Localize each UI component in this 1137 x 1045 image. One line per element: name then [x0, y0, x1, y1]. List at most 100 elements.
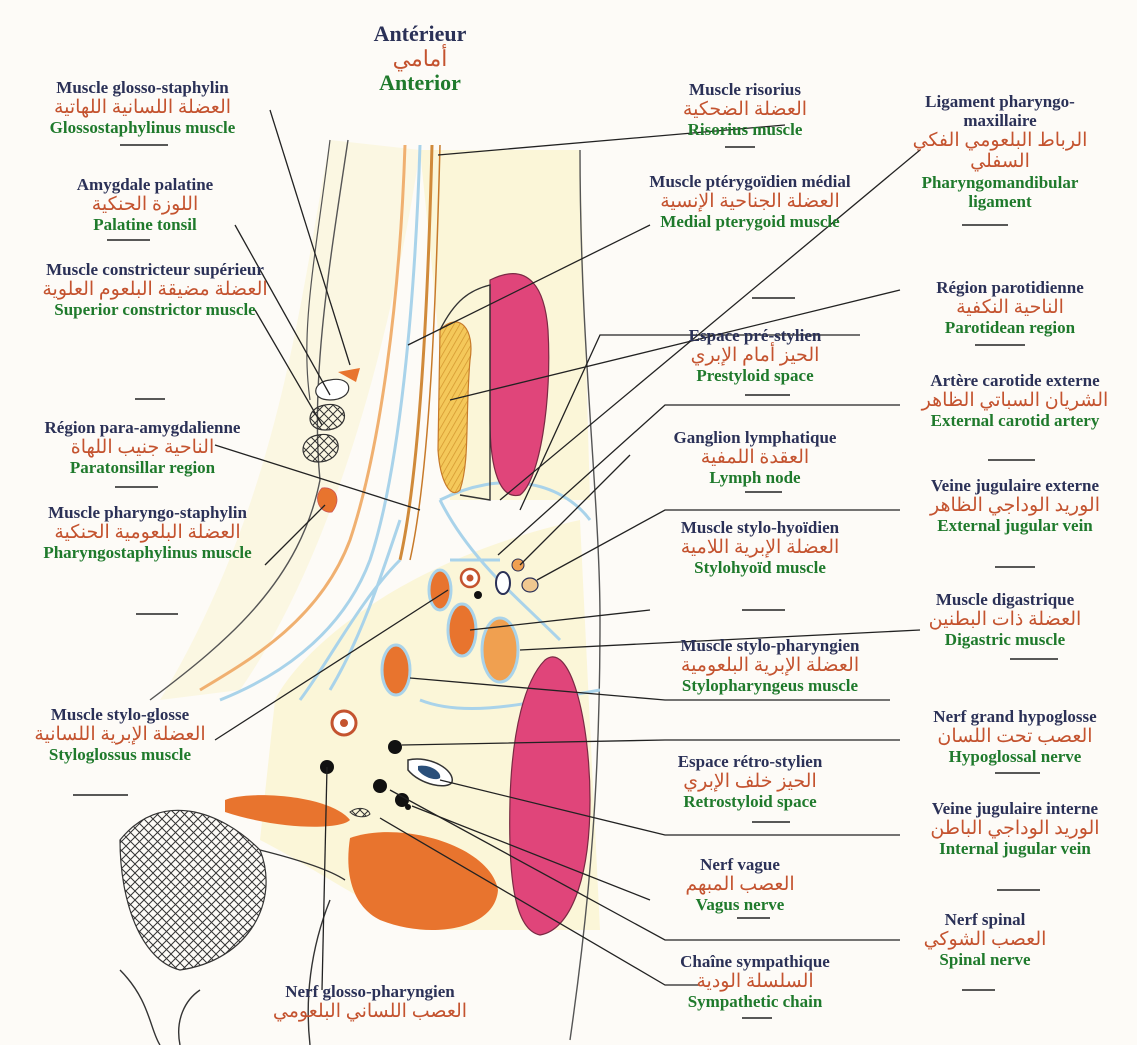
- label-amygdale-palatine: Amygdale palatine اللوزة الحنكية Palatin…: [40, 175, 250, 234]
- label-jugulaire-interne: Veine jugulaire interne الوريد الوداجي ا…: [900, 799, 1130, 858]
- label-ar: العصب اللساني البلعومي: [245, 1001, 495, 1022]
- label-ar: العقدة اللمفية: [650, 447, 860, 468]
- label-risorius: Muscle risorius العضلة الضحكية Risorius …: [645, 80, 845, 139]
- label-fr: Muscle glosso-staphylin: [10, 78, 275, 97]
- label-ar: العصب تحت اللسان: [900, 726, 1130, 747]
- label-en: Stylohyoïd muscle: [645, 558, 875, 577]
- label-grand-hypoglosse: Nerf grand hypoglosse العصب تحت اللسان H…: [900, 707, 1130, 766]
- label-region-parotidienne: Région parotidienne الناحية النكفية Paro…: [900, 278, 1120, 337]
- label-en: Retrostyloid space: [650, 792, 850, 811]
- label-fr: Ganglion lymphatique: [650, 428, 860, 447]
- label-ar: العضلة ذات البطنين: [905, 609, 1105, 630]
- label-fr: Muscle stylo-glosse: [5, 705, 235, 724]
- label-en: External jugular vein: [900, 516, 1130, 535]
- label-ar: العضلة اللسانية اللهاتية: [10, 97, 275, 118]
- label-en: Paratonsillar region: [5, 458, 280, 477]
- label-nerf-spinal: Nerf spinal العصب الشوكي Spinal nerve: [900, 910, 1070, 969]
- label-chaine-sympathique: Chaîne sympathique السلسلة الودية Sympat…: [650, 952, 860, 1011]
- label-en: Spinal nerve: [900, 950, 1070, 969]
- label-fr: Muscle stylo-hyoïdien: [645, 518, 875, 537]
- label-en: Parotidean region: [900, 318, 1120, 337]
- vagus-dot: [373, 779, 387, 793]
- label-ar: الرباط البلعومي الفكي السفلي: [900, 130, 1100, 173]
- label-en: Pharyngostaphylinus muscle: [5, 543, 290, 562]
- label-ar: السلسلة الودية: [650, 971, 860, 992]
- label-glosso-staphylin: Muscle glosso-staphylin العضلة اللسانية …: [10, 78, 275, 137]
- label-ar: العضلة الجناحية الإنسية: [645, 191, 855, 212]
- label-fr: Espace rétro-stylien: [650, 752, 850, 771]
- label-ar: العصب المبهم: [660, 874, 820, 895]
- label-en: Palatine tonsil: [40, 215, 250, 234]
- label-ar: اللوزة الحنكية: [40, 194, 250, 215]
- label-fr: Chaîne sympathique: [650, 952, 860, 971]
- vertebra-body: [120, 810, 266, 970]
- label-retro-stylien: Espace rétro-stylien الحيز خلف الإبري Re…: [650, 752, 850, 811]
- label-en: Styloglossus muscle: [5, 745, 235, 764]
- label-pre-stylien: Espace pré-stylien الحيز أمام الإبري Pre…: [665, 326, 845, 385]
- label-en: Lymph node: [650, 468, 860, 487]
- label-fr: Nerf grand hypoglosse: [900, 707, 1130, 726]
- label-ar: العضلة مضيقة البلعوم العلوية: [40, 279, 270, 300]
- label-pharyngo-staphylin: Muscle pharyngo-staphylin العضلة البلعوم…: [5, 503, 290, 562]
- label-ganglion-lymphatique: Ganglion lymphatique العقدة اللمفية Lymp…: [650, 428, 860, 487]
- stylopharyngeus-shape: [382, 645, 410, 695]
- label-en: Hypoglossal nerve: [900, 747, 1130, 766]
- label-ar: الشريان السباتي الظاهر: [900, 390, 1130, 411]
- hypoglossal-dot: [388, 740, 402, 754]
- label-fr: Artère carotide externe: [900, 371, 1130, 390]
- label-stylo-hyoidien: Muscle stylo-hyoïdien العضلة الإبرية الل…: [645, 518, 875, 577]
- label-ar: الحيز أمام الإبري: [665, 345, 845, 366]
- label-en: Medial pterygoid muscle: [645, 212, 855, 231]
- label-fr: Amygdale palatine: [40, 175, 250, 194]
- label-pterygoidien-medial: Muscle ptérygoïdien médial العضلة الجناح…: [645, 172, 855, 231]
- label-fr: Muscle constricteur supérieur: [40, 260, 270, 279]
- label-fr: Nerf glosso-pharyngien: [245, 982, 495, 1001]
- label-fr: Muscle ptérygoïdien médial: [645, 172, 855, 191]
- label-en: Stylopharyngeus muscle: [645, 676, 895, 695]
- label-ar: العضلة البلعومية الحنكية: [5, 522, 290, 543]
- orientation-fr: Antérieur: [345, 22, 495, 47]
- label-ar: العضلة الإبرية اللسانية: [5, 724, 235, 745]
- label-nerf-vague: Nerf vague العصب المبهم Vagus nerve: [660, 855, 820, 914]
- label-constricteur-superieur: Muscle constricteur supérieur العضلة مضي…: [40, 260, 270, 319]
- label-en: Superior constrictor muscle: [40, 300, 270, 319]
- styloid-dot: [474, 591, 482, 599]
- label-en: Internal jugular vein: [900, 839, 1130, 858]
- label-digastrique: Muscle digastrique العضلة ذات البطنين Di…: [905, 590, 1105, 649]
- label-glosso-pharyngien: Nerf glosso-pharyngien العصب اللساني الب…: [245, 982, 495, 1022]
- label-fr: Muscle pharyngo-staphylin: [5, 503, 290, 522]
- external-jugular-shape: [522, 578, 538, 592]
- label-ar: الوريد الوداجي الظاهر: [900, 495, 1130, 516]
- label-stylo-glosse: Muscle stylo-glosse العضلة الإبرية اللسا…: [5, 705, 235, 764]
- label-fr: Nerf spinal: [900, 910, 1070, 929]
- label-fr: Nerf vague: [660, 855, 820, 874]
- label-ar: العضلة الضحكية: [645, 99, 845, 120]
- label-fr: Veine jugulaire externe: [900, 476, 1130, 495]
- label-en: Pharyngomandibular ligament: [900, 173, 1100, 211]
- label-en: Vagus nerve: [660, 895, 820, 914]
- label-en: Risorius muscle: [645, 120, 845, 139]
- label-jugulaire-externe: Veine jugulaire externe الوريد الوداجي ا…: [900, 476, 1130, 535]
- label-ar: الناحية جنيب اللهاة: [5, 437, 280, 458]
- label-ar: العصب الشوكي: [900, 929, 1070, 950]
- label-fr: Région para-amygdalienne: [5, 418, 280, 437]
- label-ar: الناحية النكفية: [900, 297, 1120, 318]
- label-fr: Muscle stylo-pharyngien: [645, 636, 895, 655]
- label-en: Sympathetic chain: [650, 992, 860, 1011]
- label-en: Prestyloid space: [665, 366, 845, 385]
- label-fr: Muscle risorius: [645, 80, 845, 99]
- label-fr: Muscle digastrique: [905, 590, 1105, 609]
- external-carotid-shape: [496, 572, 510, 594]
- orientation-en: Anterior: [345, 71, 495, 96]
- label-en: Glossostaphylinus muscle: [10, 118, 275, 137]
- label-en: Digastric muscle: [905, 630, 1105, 649]
- label-fr: Ligament pharyngo-maxillaire: [900, 92, 1100, 130]
- label-fr: Espace pré-stylien: [665, 326, 845, 345]
- orientation-ar: أمامي: [345, 47, 495, 72]
- label-ligament-pharyngo-maxillaire: Ligament pharyngo-maxillaire الرباط البل…: [900, 92, 1100, 211]
- label-en: External carotid artery: [900, 411, 1130, 430]
- orientation-label: Antérieur أمامي Anterior: [345, 22, 495, 96]
- label-ar: الوريد الوداجي الباطن: [900, 818, 1130, 839]
- label-fr: Veine jugulaire interne: [900, 799, 1130, 818]
- label-ar: العضلة الإبرية اللامية: [645, 537, 875, 558]
